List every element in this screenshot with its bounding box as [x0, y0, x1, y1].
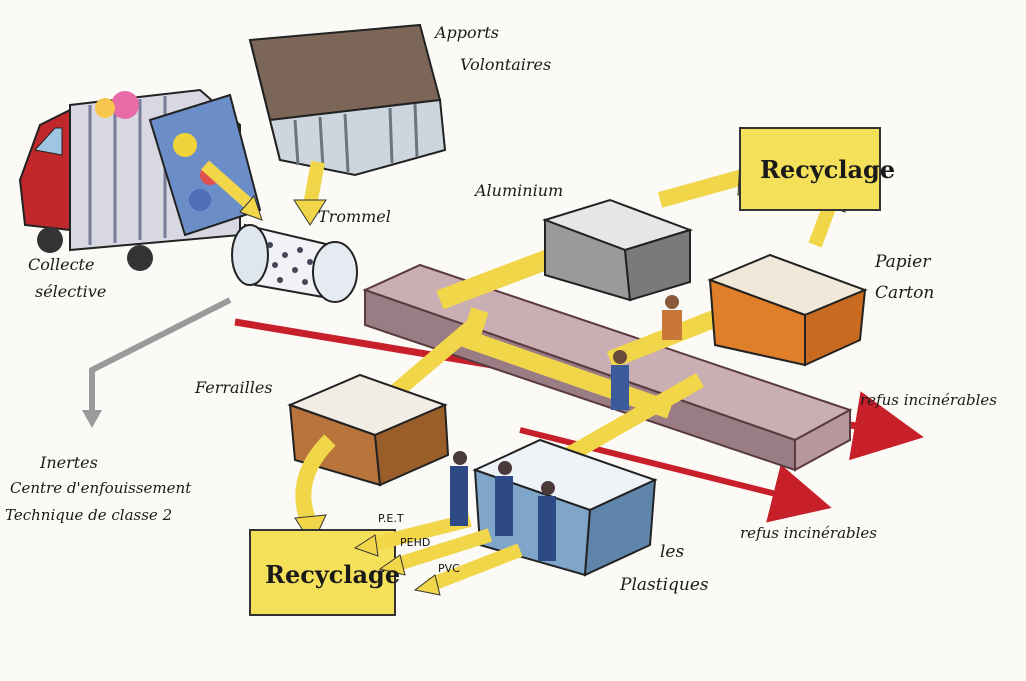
label-recyclage-bottom: Recyclage: [265, 560, 400, 589]
worker-2: [611, 350, 629, 410]
workers: [450, 295, 682, 561]
label-apports-1: Apports: [433, 23, 499, 42]
label-papier: Papier: [874, 252, 931, 272]
aluminium-bin: [541, 198, 694, 302]
worker-3: [450, 451, 468, 526]
worker-5: [538, 481, 556, 561]
label-carton: Carton: [875, 283, 934, 303]
paper-bin: [707, 253, 868, 367]
worker-4: [495, 461, 513, 536]
label-collecte-1: Collecte: [28, 255, 94, 274]
label-refus-1: refus incinérables: [860, 391, 997, 409]
label-aluminium: Aluminium: [473, 181, 563, 200]
recycling-box-bottom: [249, 529, 396, 616]
trommel-drum: [231, 223, 358, 303]
label-pet: P.E.T: [378, 512, 404, 525]
label-technique: Technique de classe 2: [5, 506, 172, 524]
voluntary-drop-bin: [248, 23, 447, 177]
feed-arrow: [201, 160, 327, 226]
label-plastiques: Plastiques: [619, 575, 709, 595]
recycling-box-top: [739, 127, 881, 211]
label-pehd: PEHD: [400, 536, 430, 549]
label-pvc: PVC: [438, 562, 460, 575]
label-trommel: Trommel: [318, 207, 391, 226]
label-apports-2: Volontaires: [460, 55, 551, 74]
label-collecte-2: sélective: [35, 282, 106, 301]
worker-1: [662, 295, 682, 340]
refuse-line-lower: [519, 427, 832, 523]
label-les: les: [660, 542, 684, 562]
label-refus-2: refus incinérables: [740, 524, 877, 542]
label-centre: Centre d'enfouissement: [10, 479, 192, 497]
collection-truck: [18, 88, 262, 271]
label-recyclage-top: Recyclage: [760, 155, 895, 184]
label-ferrailles: Ferrailles: [194, 378, 273, 397]
label-inertes: Inertes: [39, 453, 98, 472]
inertes-arrow: [82, 297, 232, 428]
